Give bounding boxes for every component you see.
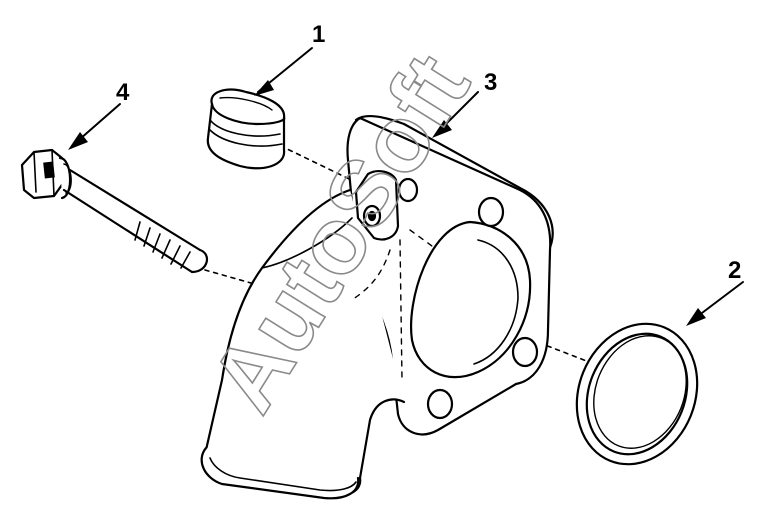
callout-label-2: 2 (728, 257, 741, 284)
callout-arrowheads (68, 80, 706, 326)
callout-label-1: 1 (312, 21, 325, 48)
callout-label-4: 4 (116, 79, 130, 106)
plug-part-1 (206, 88, 286, 170)
o-ring-seal-part-2 (575, 322, 699, 466)
water-outlet-elbow-part-3 (200, 115, 554, 500)
flange-bolt-part-4 (20, 148, 209, 274)
callout-label-3: 3 (484, 69, 497, 96)
center-lines (204, 129, 611, 371)
